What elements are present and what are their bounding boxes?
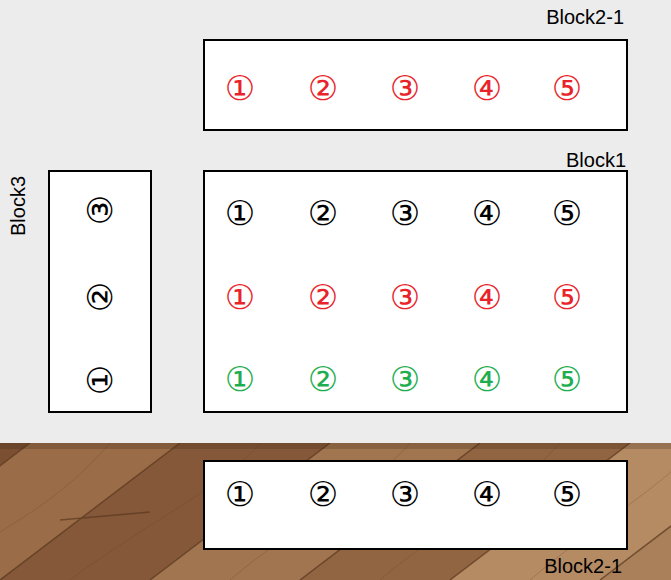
circled-number: ① [225, 477, 255, 511]
number-holder: ② [308, 71, 338, 105]
number-holder: ⑤ [552, 477, 582, 511]
number-holder: ④ [472, 196, 502, 230]
circled-number: ① [225, 362, 255, 396]
circled-number: ④ [472, 196, 502, 230]
circled-number: ⑤ [552, 196, 582, 230]
number-holder: ① [225, 362, 255, 396]
number-holder: ③ [390, 71, 420, 105]
circled-number: ④ [472, 362, 502, 396]
number-holder: ② [308, 196, 338, 230]
number-holder: ③ [390, 196, 420, 230]
block-box: Block2-1①②③④⑤ [203, 460, 628, 550]
circled-number: ① [225, 71, 255, 105]
number-holder: ① [225, 280, 255, 314]
block-label: Block2-1 [544, 556, 622, 576]
number-holder: ③ [390, 362, 420, 396]
block-label-holder: Block2-1 [546, 7, 624, 27]
block-label: Block2-1 [546, 7, 624, 27]
number-holder: ③ [390, 280, 420, 314]
circled-number: ⑤ [552, 362, 582, 396]
circled-number: ② [83, 282, 117, 312]
circled-number: ③ [390, 477, 420, 511]
number-holder: ⑤ [552, 196, 582, 230]
number-holder: ② [308, 477, 338, 511]
circled-number: ① [83, 365, 117, 395]
number-holder: ① [225, 71, 255, 105]
circled-number: ④ [472, 71, 502, 105]
number-holder: ② [308, 280, 338, 314]
block-label-holder: Block1 [566, 150, 626, 170]
circled-number: ③ [390, 280, 420, 314]
circled-number: ③ [83, 195, 117, 225]
number-holder: ⑤ [552, 280, 582, 314]
circled-number: ⑤ [552, 477, 582, 511]
number-holder: ⑤ [552, 71, 582, 105]
plank-seams [0, 443, 671, 580]
number-holder: ④ [472, 71, 502, 105]
number-holder: ④ [472, 477, 502, 511]
circled-number: ② [308, 71, 338, 105]
number-holder: ④ [472, 362, 502, 396]
block-box: Block2-1①②③④⑤ [203, 39, 628, 131]
circled-number: ③ [390, 71, 420, 105]
number-holder: ① [83, 365, 117, 395]
block-label: Block1 [566, 150, 626, 170]
circled-number: ⑤ [552, 280, 582, 314]
circled-number: ④ [472, 280, 502, 314]
number-holder: ④ [472, 280, 502, 314]
block-box: Block3③②① [48, 170, 152, 413]
number-holder: ② [308, 362, 338, 396]
block-label-holder: Block3 [8, 176, 28, 236]
block-label-holder: Block2-1 [544, 556, 622, 576]
block-box: Block1①②③④⑤①②③④⑤①②③④⑤ [203, 170, 628, 413]
circled-number: ① [225, 280, 255, 314]
number-holder: ③ [83, 195, 117, 225]
circled-number: ① [225, 196, 255, 230]
circled-number: ② [308, 196, 338, 230]
circled-number: ② [308, 280, 338, 314]
circled-number: ⑤ [552, 71, 582, 105]
block-label: Block3 [8, 176, 28, 236]
circled-number: ④ [472, 477, 502, 511]
number-holder: ① [225, 477, 255, 511]
number-holder: ⑤ [552, 362, 582, 396]
number-holder: ③ [390, 477, 420, 511]
wood-grain [0, 443, 671, 580]
circled-number: ③ [390, 196, 420, 230]
circled-number: ② [308, 477, 338, 511]
number-holder: ① [225, 196, 255, 230]
circled-number: ③ [390, 362, 420, 396]
number-holder: ② [83, 282, 117, 312]
floor-shadow [0, 443, 671, 449]
circled-number: ② [308, 362, 338, 396]
